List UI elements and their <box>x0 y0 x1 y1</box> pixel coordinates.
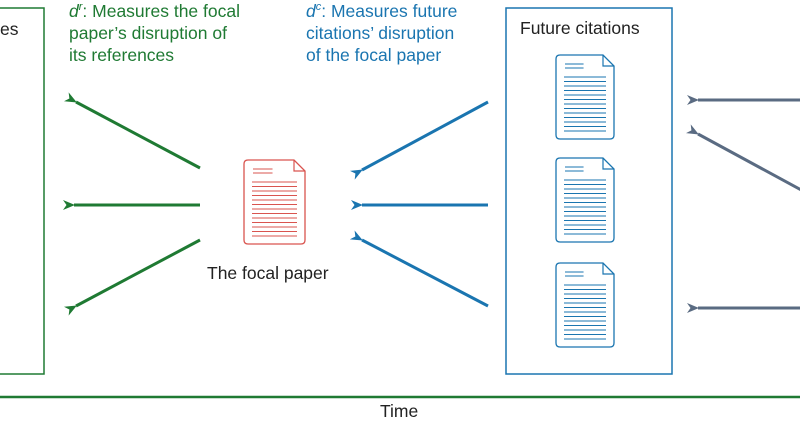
future-citations-box <box>505 7 673 375</box>
arrow-left-icon <box>63 92 201 170</box>
references-box-title: es <box>0 19 19 39</box>
future-citation-document-icon <box>555 157 615 243</box>
later-citation-arrows <box>685 95 800 313</box>
dr-symbol: d <box>69 1 79 21</box>
dc-line2: citations’ disruption <box>306 23 455 43</box>
arrow-left-icon <box>685 124 800 191</box>
document-fold <box>293 160 305 172</box>
arrow-left-icon <box>349 100 489 180</box>
dc-arrows <box>349 100 489 308</box>
future-citations-title: Future citations <box>520 18 640 38</box>
references-box <box>0 7 45 375</box>
document-fold <box>602 55 614 67</box>
focal-paper-label: The focal paper <box>207 263 329 283</box>
dc-line1: : Measures future <box>321 1 458 21</box>
document-fold <box>602 158 614 170</box>
focal-paper-document-icon <box>243 159 306 245</box>
dr-superscript: r <box>78 1 83 14</box>
dc-symbol: d <box>306 1 316 21</box>
arrow-left-icon <box>63 238 201 316</box>
dc-superscript: c <box>315 1 322 14</box>
time-axis-label: Time <box>380 401 419 421</box>
dr-line2: paper’s disruption of <box>69 23 227 43</box>
arrow-left-icon <box>349 230 489 308</box>
document-fold <box>602 263 614 275</box>
future-citation-document-icon <box>555 54 615 140</box>
dr-arrows <box>63 92 201 316</box>
dc-line3: of the focal paper <box>306 45 442 65</box>
future-citation-document-icon <box>555 262 615 348</box>
dr-line3: its references <box>69 45 175 65</box>
dr-line1: : Measures the focal <box>82 1 240 21</box>
